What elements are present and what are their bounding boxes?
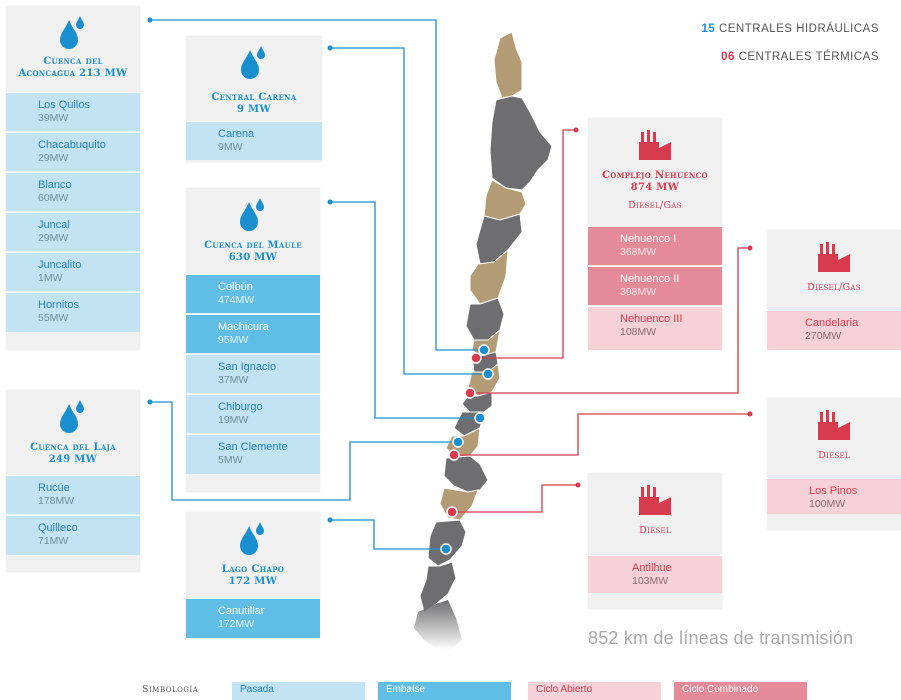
connector-dot	[147, 399, 153, 405]
map-region	[493, 31, 523, 99]
lospinos-fuel: Diesel	[818, 450, 850, 461]
connector-dot	[747, 411, 753, 417]
legend-abierto: Ciclo Abierto	[528, 682, 661, 700]
term-count: 06	[721, 51, 735, 63]
plant-marker-term	[470, 352, 482, 364]
connector-antilhue	[452, 484, 578, 513]
transmission-label: 852 km de líneas de transmisión	[588, 628, 854, 648]
connector-nehuenco	[476, 129, 576, 359]
water-drop-icon	[240, 522, 264, 555]
connector-chapo	[330, 519, 446, 550]
factory-icon	[818, 242, 850, 272]
water-drop-icon	[60, 400, 84, 433]
water-drop-icon	[240, 198, 264, 231]
connector-dot	[147, 17, 153, 23]
connector-maule	[330, 201, 480, 419]
connector-dot	[575, 482, 581, 488]
term-label: CENTRALES TÉRMICAS	[738, 51, 879, 63]
map-region	[443, 455, 489, 493]
legend-pasada: Pasada	[232, 682, 365, 700]
map-region	[439, 487, 479, 521]
connector-dot	[747, 245, 753, 251]
connector-lospinos	[454, 413, 750, 456]
water-drop-icon	[60, 16, 84, 49]
hidro-legend: 15 CENTRALES HIDRÁULICAS	[701, 23, 879, 35]
connector-candelaria	[470, 247, 750, 394]
plant-marker-hidro	[440, 543, 452, 555]
connector-dot	[573, 127, 579, 133]
legend-embalse: Embalse	[378, 682, 511, 700]
map-region	[419, 561, 457, 613]
candelaria-fuel: Diesel/Gas	[807, 282, 861, 293]
connector-dot	[327, 199, 333, 205]
nehuenco-fuel: Diesel/Gas	[628, 200, 682, 211]
antilhue-fuel: Diesel	[639, 525, 671, 536]
connector-carena	[330, 47, 488, 375]
plant-marker-term	[448, 449, 460, 461]
plant-marker-hidro	[478, 344, 490, 356]
plant-marker-hidro	[474, 412, 486, 424]
map-region	[414, 600, 462, 650]
map-region	[475, 213, 523, 265]
connector-dot	[327, 517, 333, 523]
legend-combinado: Ciclo Combinado	[674, 682, 807, 700]
factory-icon	[639, 485, 671, 515]
term-legend: 06 CENTRALES TÉRMICAS	[721, 51, 879, 63]
map-region	[489, 95, 553, 191]
plant-marker-hidro	[482, 368, 494, 380]
hidro-label: CENTRALES HIDRÁULICAS	[718, 23, 879, 35]
plant-marker-term	[464, 387, 476, 399]
connector-laja	[150, 401, 458, 501]
factory-icon	[639, 130, 671, 160]
plant-marker-term	[446, 506, 458, 518]
hidro-count: 15	[701, 23, 716, 35]
connector-dot	[327, 45, 333, 51]
simbologia-label: Simbología	[142, 684, 199, 695]
factory-icon	[818, 410, 850, 440]
map-region	[427, 519, 467, 567]
water-drop-icon	[241, 46, 265, 79]
plant-marker-hidro	[452, 436, 464, 448]
connector-aconcagua	[150, 19, 484, 351]
